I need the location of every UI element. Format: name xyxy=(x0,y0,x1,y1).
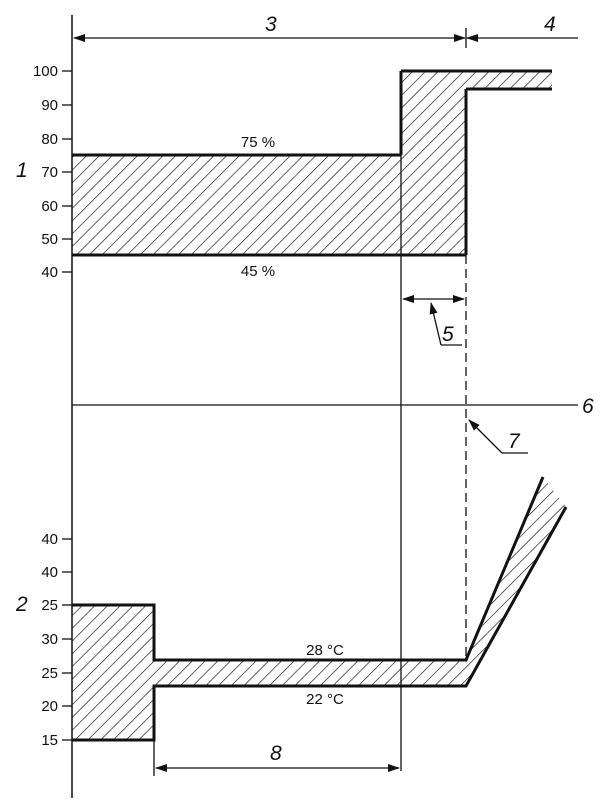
upper-tick-label: 50 xyxy=(41,231,58,248)
temperature-upper-label: 28 °C xyxy=(306,642,344,659)
temperature-band-outline xyxy=(72,476,568,742)
callout-8: 8 xyxy=(270,742,282,765)
upper-tick-label: 40 xyxy=(41,264,58,281)
upper-tick-label: 70 xyxy=(41,164,58,181)
humidity-lower-label: 45 % xyxy=(241,263,275,280)
callout-6: 6 xyxy=(582,395,594,418)
upper-axis-tick-labels: 100 90 80 70 60 50 40 xyxy=(33,63,58,281)
upper-axis-ticks xyxy=(62,70,72,273)
upper-tick-label: 60 xyxy=(41,198,58,215)
lower-tick-label: 25 xyxy=(41,597,58,614)
upper-tick-label: 100 xyxy=(33,63,58,80)
lower-tick-label: 15 xyxy=(41,732,58,749)
callout-2: 2 xyxy=(15,593,28,616)
callout-3: 3 xyxy=(265,13,277,36)
lower-axis-ticks xyxy=(62,538,72,741)
callout-4: 4 xyxy=(544,13,556,36)
leader-line-5 xyxy=(429,302,442,346)
upper-tick-label: 80 xyxy=(41,131,58,148)
callout-7: 7 xyxy=(508,430,521,453)
lower-tick-label: 40 xyxy=(41,564,58,581)
upper-tick-label: 90 xyxy=(41,97,58,114)
humidity-band-outline xyxy=(72,69,552,257)
temperature-lower-label: 22 °C xyxy=(306,691,344,708)
temperature-band xyxy=(72,477,566,740)
lower-axis-tick-labels: 40 40 25 30 25 20 15 xyxy=(41,531,58,749)
lower-tick-label: 40 xyxy=(41,531,58,548)
lower-tick-label: 20 xyxy=(41,698,58,715)
callout-1: 1 xyxy=(16,159,28,182)
leader-line-7 xyxy=(468,419,503,454)
humidity-upper-label: 75 % xyxy=(241,134,275,151)
callout-5: 5 xyxy=(442,323,454,346)
lower-tick-label: 25 xyxy=(41,665,58,682)
humidity-band xyxy=(72,71,552,255)
lower-tick-label: 30 xyxy=(41,631,58,648)
